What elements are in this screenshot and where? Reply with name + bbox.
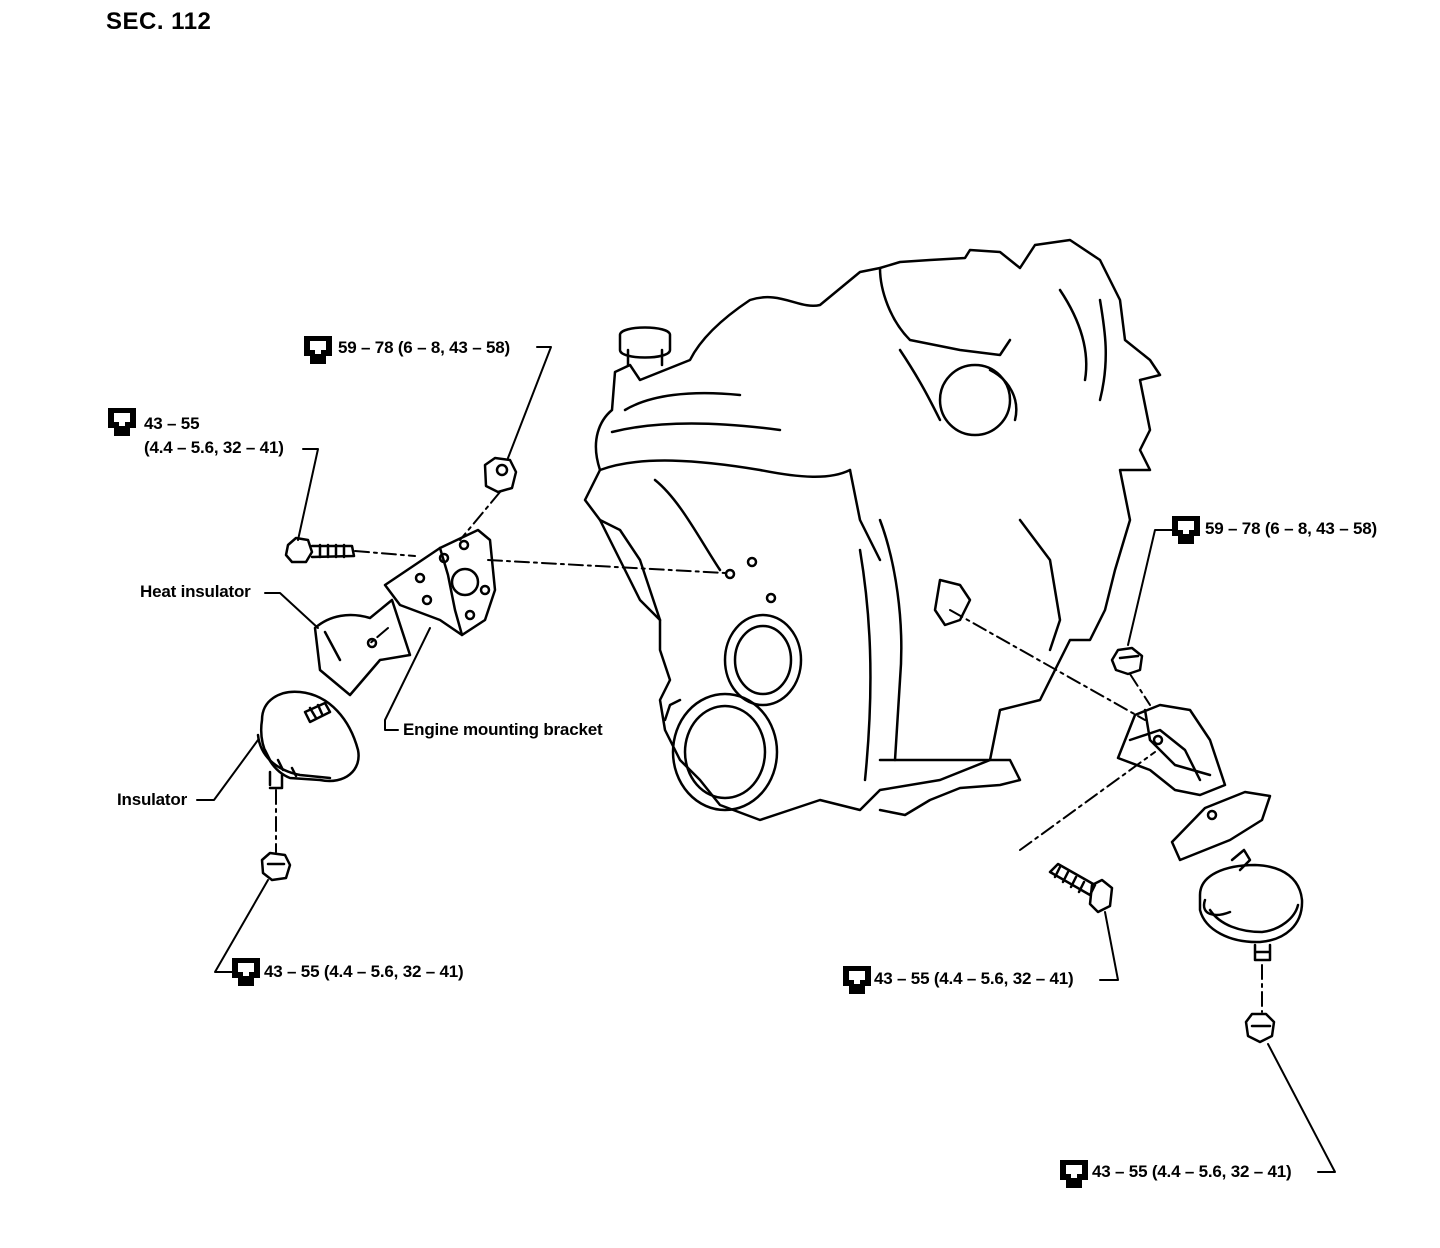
right-mount-bracket bbox=[1116, 703, 1227, 797]
right-heat-insulator bbox=[1170, 790, 1272, 862]
engine-mounting-bracket-label: Engine mounting bracket bbox=[403, 720, 603, 739]
torque-wrench-icon bbox=[108, 408, 136, 436]
left-insulator bbox=[256, 690, 360, 790]
torque-wrench-icon bbox=[843, 966, 871, 994]
section-title: SEC. 112 bbox=[106, 8, 212, 35]
torque-label-right-top-nut: 59 – 78 (6 – 8, 43 – 58) bbox=[1205, 519, 1377, 538]
torque-label-left-bottom-nut: 43 – 55 (4.4 – 5.6, 32 – 41) bbox=[264, 962, 464, 981]
left-leader-lines bbox=[196, 346, 552, 973]
torque-wrench-icon bbox=[232, 958, 260, 986]
torque-label-left-bolt-value: 43 – 55 bbox=[144, 414, 200, 433]
torque-label-right-bottom-nut: 43 – 55 (4.4 – 5.6, 32 – 41) bbox=[1092, 1162, 1292, 1181]
heat-insulator-label: Heat insulator bbox=[140, 582, 251, 601]
engine-mounting-bracket bbox=[383, 528, 497, 637]
right-bracket-bolt bbox=[1048, 862, 1114, 914]
torque-wrench-icon bbox=[304, 336, 332, 364]
torque-wrench-icons bbox=[108, 336, 1200, 1188]
left-mount-assembly bbox=[196, 346, 726, 973]
left-bottom-nut bbox=[260, 851, 292, 882]
torque-label-left-top-nut: 59 – 78 (6 – 8, 43 – 58) bbox=[338, 338, 510, 357]
torque-wrench-icon bbox=[1060, 1160, 1088, 1188]
torque-label-right-bolt: 43 – 55 (4.4 – 5.6, 32 – 41) bbox=[874, 969, 1074, 988]
right-mount-assembly bbox=[949, 529, 1336, 1173]
insulator-label: Insulator bbox=[117, 790, 187, 809]
heat-insulator bbox=[313, 598, 412, 697]
torque-wrench-icon bbox=[1172, 516, 1200, 544]
engine-block bbox=[583, 238, 1162, 822]
right-top-nut bbox=[1110, 646, 1144, 676]
right-alignment-lines bbox=[949, 609, 1263, 1013]
left-bracket-bolt bbox=[284, 536, 356, 564]
right-leader-lines bbox=[1099, 529, 1336, 1173]
torque-label-left-bolt-range: (4.4 – 5.6, 32 – 41) bbox=[144, 438, 284, 457]
right-bottom-nut bbox=[1244, 1012, 1276, 1044]
right-insulator bbox=[1198, 848, 1304, 962]
left-alignment-lines bbox=[275, 491, 726, 853]
left-top-nut bbox=[483, 456, 518, 494]
